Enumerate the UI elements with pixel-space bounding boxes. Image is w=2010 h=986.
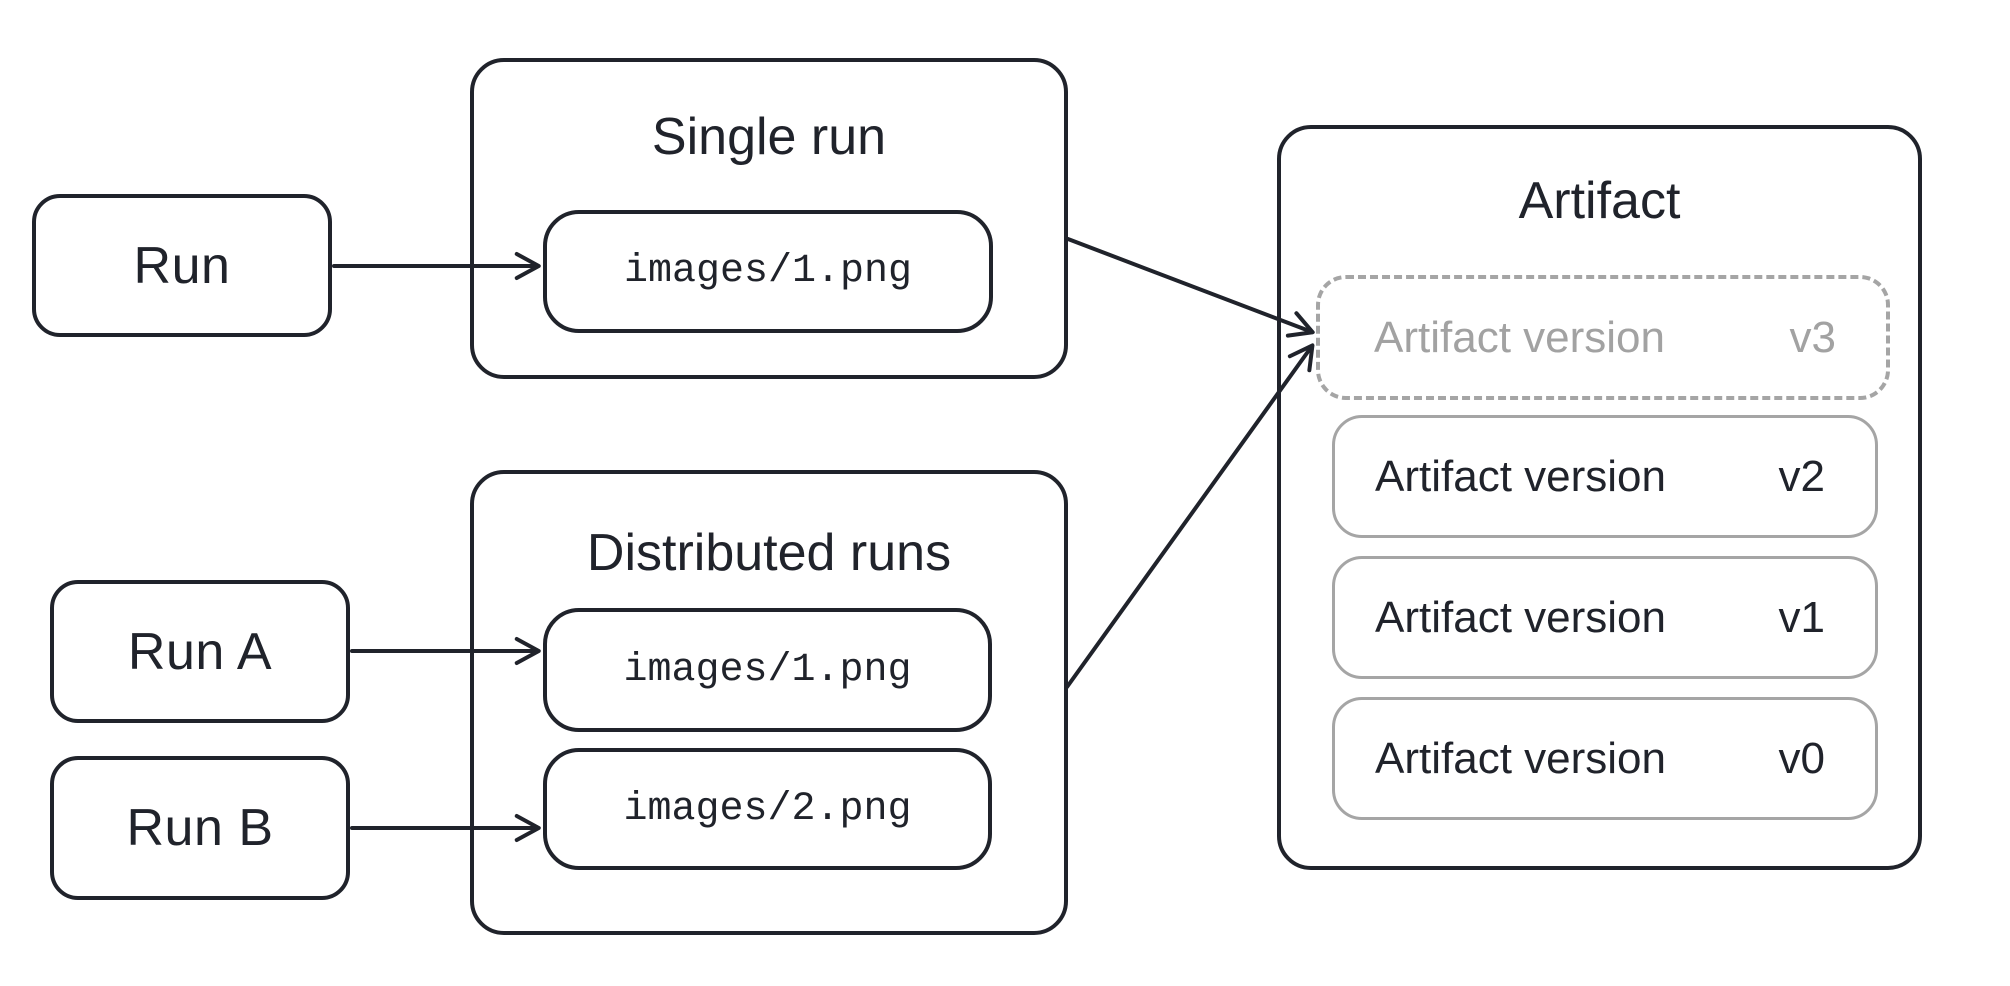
- artifact-version-row-v0: Artifact version v0: [1332, 697, 1878, 820]
- run-node: Run: [32, 194, 332, 337]
- artifact-version-tag: v1: [1778, 592, 1825, 642]
- arrow-single-run-to-artifact-v3: [1066, 237, 1315, 338]
- distributed-runs-title: Distributed runs: [586, 524, 952, 582]
- single-run-file-label: images/1.png: [623, 249, 913, 294]
- artifact-version-label: Artifact version: [1375, 451, 1666, 501]
- arrow-distributed-runs-to-artifact-v3: [1065, 343, 1315, 689]
- single-run-container: [470, 58, 1068, 379]
- artifact-version-row-v2: Artifact version v2: [1332, 415, 1878, 538]
- run-b-node: Run B: [50, 756, 350, 900]
- artifact-version-label: Artifact version: [1374, 312, 1665, 362]
- run-b-node-label: Run B: [126, 799, 274, 857]
- artifact-version-label: Artifact version: [1375, 733, 1666, 783]
- artifact-version-label: Artifact version: [1375, 592, 1666, 642]
- artifact-title: Artifact: [1518, 172, 1681, 230]
- single-run-title: Single run: [651, 108, 887, 166]
- artifact-version-row-v3: Artifact version v3: [1316, 275, 1890, 400]
- artifact-version-tag: v2: [1778, 451, 1825, 501]
- distributed-runs-container: [470, 470, 1068, 935]
- run-a-node: Run A: [50, 580, 350, 723]
- artifact-version-tag: v0: [1778, 733, 1825, 783]
- artifact-version-tag: v3: [1789, 312, 1836, 362]
- run-node-label: Run: [133, 236, 231, 295]
- single-run-file-box: images/1.png: [543, 210, 993, 333]
- run-a-node-label: Run A: [127, 622, 273, 681]
- distributed-file-2-box: images/2.png: [543, 748, 992, 870]
- distributed-file-2-label: images/2.png: [623, 786, 912, 832]
- artifact-version-row-v1: Artifact version v1: [1332, 556, 1878, 679]
- distributed-file-1-label: images/1.png: [623, 647, 912, 693]
- distributed-file-1-box: images/1.png: [543, 608, 992, 732]
